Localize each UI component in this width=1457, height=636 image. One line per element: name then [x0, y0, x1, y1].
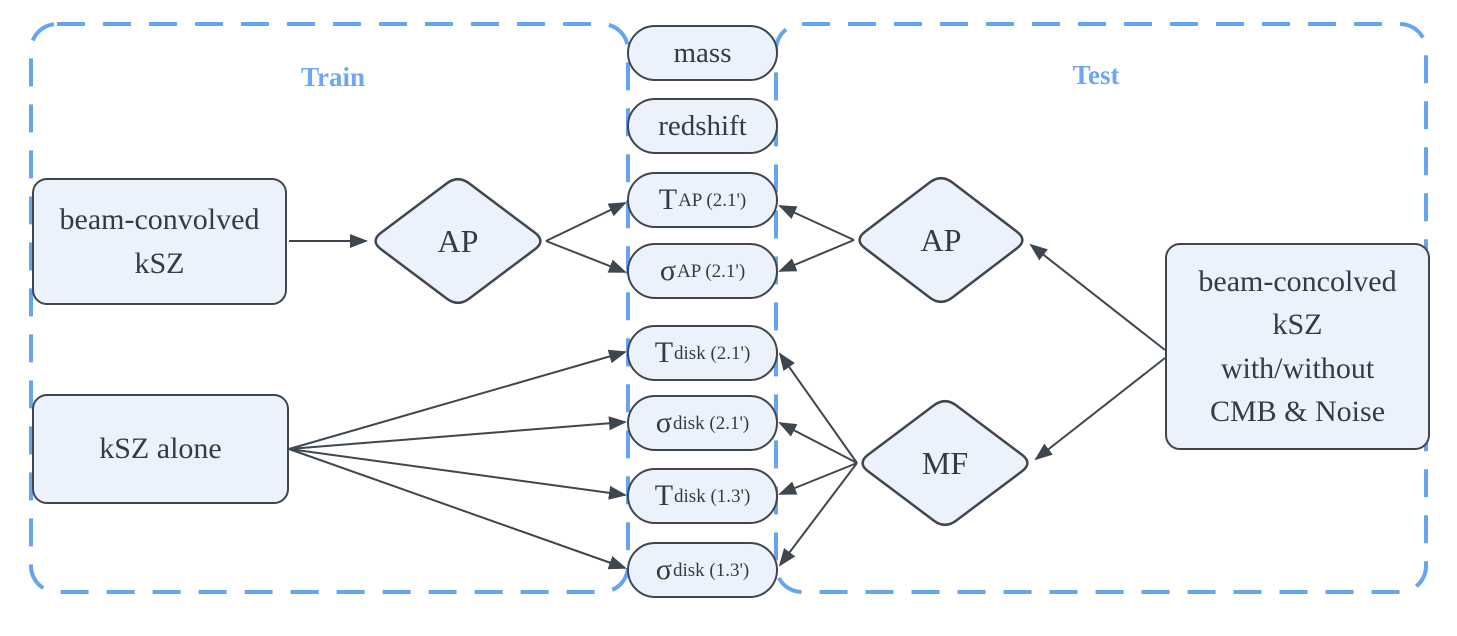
edge-ksz-alone-to-t-disk-1-3 [288, 448, 627, 500]
edge-test-input-to-test-mf [1034, 357, 1166, 461]
edge-train-ap-to-t-ap [545, 202, 627, 242]
pill-sigma-disk-1-3-subscript: disk (1.3') [672, 559, 750, 581]
diamond-label-train-ap: AP [437, 222, 479, 259]
edge-group [288, 202, 1166, 570]
pill-t-disk-1-3-symbol: T [654, 479, 674, 512]
node-beam-concolved-ksz-cmb-noise: beam-concolved kSZ with/without CMB & No… [1165, 243, 1430, 450]
test-section-label: Test [1072, 60, 1120, 90]
edge-test-input-to-test-ap [1029, 243, 1166, 351]
pill-sigma-disk-2-1-subscript: disk (2.1') [672, 412, 750, 434]
edge-test-mf-to-t-disk-2-1 [778, 352, 858, 464]
edge-test-ap-to-t-ap [778, 205, 855, 241]
diamond-test-mf [861, 399, 1029, 527]
edge-test-mf-to-t-disk-1-3 [778, 462, 858, 495]
diamond-label-test-mf: MF [921, 444, 969, 481]
edge-ksz-alone-to-sigma-disk-1-3 [288, 448, 627, 570]
train-section-label: Train [300, 62, 365, 92]
node-beam-convolved-ksz: beam-convolved kSZ [32, 178, 287, 305]
pill-mass-label: mass [673, 36, 732, 69]
pill-t-disk-1-3-subscript: disk (1.3') [674, 485, 751, 507]
pill-redshift-label: redshift [658, 109, 747, 142]
pill-t-ap-symbol: T [658, 183, 678, 216]
pill-t-disk-2-1-subscript: disk (2.1') [674, 342, 751, 364]
pill-sigma-disk-2-1-symbol: σ [655, 406, 672, 439]
diamond-test-ap [858, 176, 1024, 304]
edge-test-ap-to-sigma-ap [778, 239, 855, 272]
pill-redshift: redshift [627, 98, 778, 154]
pill-sigma-ap-subscript: AP (2.1') [677, 260, 746, 282]
pill-sigma-disk-1-3-symbol: σ [655, 553, 672, 586]
diamond-label-test-ap: AP [920, 221, 962, 258]
train-section-border [29, 22, 630, 594]
edge-ksz-alone-to-t-disk-2-1 [288, 349, 627, 450]
edge-test-mf-to-sigma-disk-1-3 [778, 462, 858, 567]
edge-test-mf-to-sigma-disk-2-1 [778, 422, 858, 464]
pill-t-ap-subscript: AP (2.1') [678, 189, 747, 211]
pill-mass: mass [627, 25, 778, 81]
edge-train-ap-to-sigma-ap [545, 240, 627, 273]
pill-sigma-ap-symbol: σ [659, 254, 676, 287]
pill-t-disk-2-1-symbol: T [654, 336, 674, 369]
node-ksz-alone: kSZ alone [32, 394, 289, 504]
edge-ksz-alone-to-sigma-disk-2-1 [288, 416, 627, 450]
diamond-train-ap [374, 177, 542, 305]
